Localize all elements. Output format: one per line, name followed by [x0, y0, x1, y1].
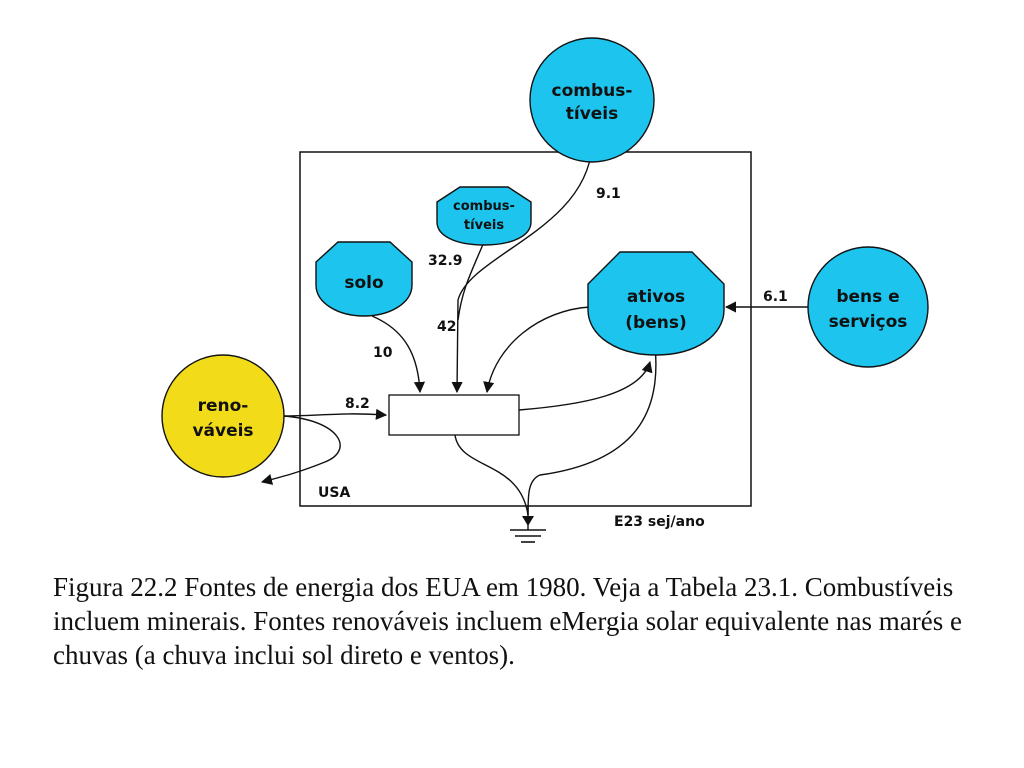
- svg-text:combus-: combus-: [453, 199, 515, 214]
- units-label: E23 sej/ano: [614, 514, 705, 530]
- svg-text:serviços: serviços: [829, 312, 908, 332]
- system-label: USA: [318, 485, 350, 501]
- source-combustiveis-external: combus- tíveis: [529, 37, 655, 163]
- flow-value-renovaveis: 8.2: [345, 396, 370, 412]
- flow-renovaveis-out: [260, 415, 341, 485]
- flow-ativos-to-production: [483, 306, 591, 394]
- flow-renovaveis-in: [282, 408, 388, 420]
- production-box: [388, 394, 520, 436]
- heat-sink-icon: [510, 505, 546, 543]
- svg-text:reno-: reno-: [198, 396, 249, 416]
- flow-solo: [371, 315, 426, 394]
- flow-value-combustiveis-total: 42: [437, 319, 456, 335]
- flow-value-combustiveis-domestic: 32.9: [428, 253, 463, 269]
- svg-text:bens e: bens e: [836, 287, 899, 307]
- flow-combustiveis-domestic: [457, 241, 485, 321]
- storage-combustiveis-internal: combus- tíveis: [436, 186, 532, 246]
- storage-ativos: ativos (bens): [587, 251, 725, 356]
- flow-combustiveis-import: [451, 146, 593, 394]
- svg-text:tíveis: tíveis: [566, 104, 619, 124]
- svg-text:tíveis: tíveis: [464, 218, 504, 233]
- flow-value-bens-servicos: 6.1: [763, 289, 788, 305]
- storage-solo: solo: [315, 241, 413, 317]
- flow-production-to-sink: [454, 434, 529, 516]
- svg-text:ativos: ativos: [627, 287, 685, 307]
- figure-caption: Figura 22.2 Fontes de energia dos EUA em…: [53, 572, 962, 670]
- svg-text:solo: solo: [344, 273, 383, 293]
- svg-text:váveis: váveis: [192, 421, 253, 441]
- flow-ativos-to-sink: [527, 344, 657, 516]
- flow-production-to-ativos: [518, 360, 653, 411]
- source-renovaveis: reno- váveis: [161, 354, 285, 478]
- flow-value-combustiveis-import: 9.1: [596, 186, 621, 202]
- svg-text:(bens): (bens): [625, 313, 686, 333]
- energy-diagram: combus- tíveis combus- tíveis solo ativo…: [161, 37, 929, 543]
- svg-text:combus-: combus-: [552, 81, 633, 101]
- source-bens-servicos: bens e serviços: [807, 246, 929, 368]
- flow-value-solo: 10: [373, 345, 393, 361]
